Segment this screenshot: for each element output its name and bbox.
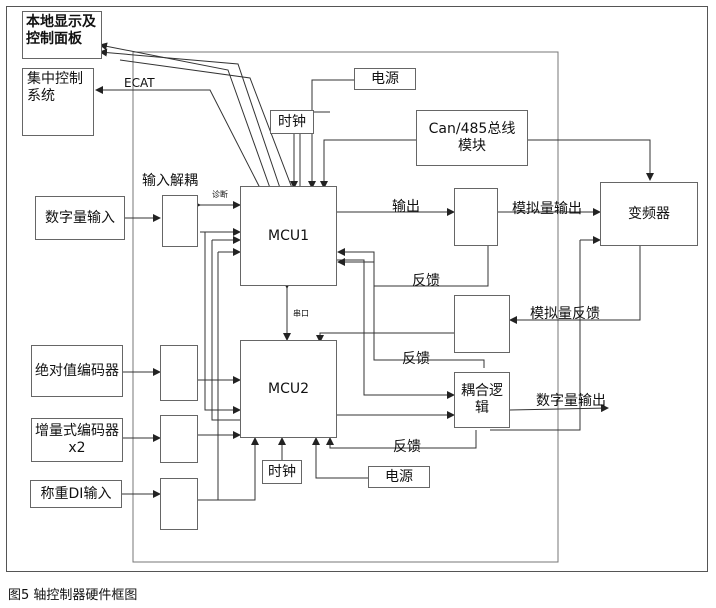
encoder-block-2 <box>160 415 198 463</box>
serial-label: 串口 <box>293 309 309 318</box>
diag-label: 诊断 <box>212 190 228 199</box>
feedback-label-2: 反馈 <box>402 351 430 367</box>
analog-feedback-label: 模拟量反馈 <box>530 306 600 322</box>
output-label: 输出 <box>392 199 420 215</box>
clock-top-box: 时钟 <box>270 110 314 134</box>
ecat-label: ECAT <box>124 76 155 90</box>
digital-input-box: 数字量输入 <box>35 196 125 240</box>
diagram-frame <box>6 6 708 572</box>
decouple-block-top <box>162 195 198 247</box>
encoder-block-1 <box>160 345 198 401</box>
incremental-encoder-box: 增量式编码器 x2 <box>31 418 123 462</box>
absolute-encoder-box: 绝对值编码器 <box>31 345 123 397</box>
weigh-block <box>160 478 198 530</box>
power-bottom-box: 电源 <box>368 466 430 488</box>
inverter-box: 变频器 <box>600 182 698 246</box>
analog-output-block <box>454 188 498 246</box>
feedback-label-3: 反馈 <box>393 439 421 455</box>
analog-feedback-block <box>454 295 510 353</box>
local-panel-box: 本地显示及 控制面板 <box>22 11 102 59</box>
figure-caption: 图5 轴控制器硬件框图 <box>8 588 138 603</box>
feedback-label-1: 反馈 <box>412 273 440 289</box>
mcu1-box: MCU1 <box>240 186 337 286</box>
power-top-box: 电源 <box>354 68 416 90</box>
central-control-box: 集中控制 系统 <box>22 68 94 136</box>
weigh-di-box: 称重DI输入 <box>30 480 122 508</box>
coupling-logic-box: 耦合逻辑 <box>454 372 510 428</box>
input-decouple-label: 输入解耦 <box>142 173 198 189</box>
mcu2-box: MCU2 <box>240 340 337 438</box>
analog-output-label: 模拟量输出 <box>512 201 582 217</box>
digital-output-label: 数字量输出 <box>536 393 606 409</box>
clock-bottom-box: 时钟 <box>262 460 302 484</box>
can485-module-box: Can/485总线 模块 <box>416 110 528 166</box>
